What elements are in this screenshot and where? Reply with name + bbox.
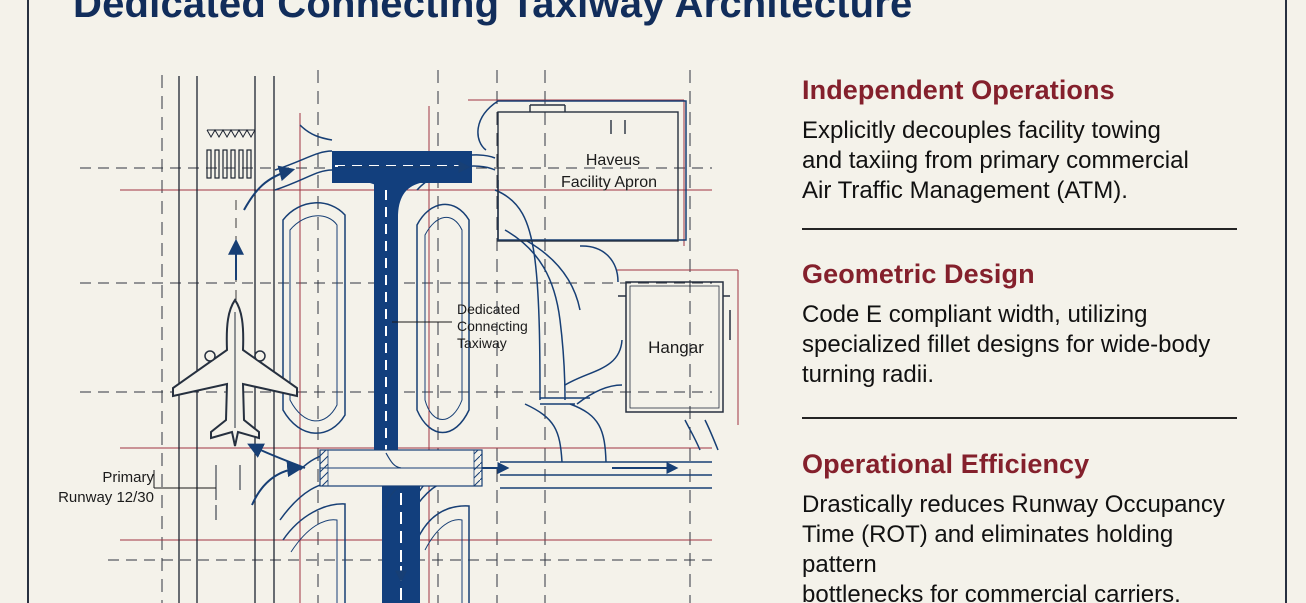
flow-arrows [228,161,679,583]
taxiway-label-line-3: Taxiway [457,335,507,351]
geometric-design-text: Code E compliant width, utilizing specia… [802,300,1232,390]
apron-outline [497,104,679,242]
operational-efficiency-line-2: Time (ROT) and eliminates holding patter… [802,521,1174,578]
airplane-icon [172,298,298,447]
independent-operations-line-1: Explicitly decouples facility towing [802,117,1161,144]
section-divider-1 [802,228,1237,230]
primary-runway [178,76,275,603]
independent-operations-heading: Independent Operations [802,75,1115,105]
left-frame-line [27,0,29,603]
diagram-labels: Haveus Facility Apron Dedicated Connecti… [58,152,704,506]
geometric-design-line-1: Code E compliant width, utilizing [802,301,1148,328]
operational-efficiency-heading: Operational Efficiency [802,449,1090,479]
independent-operations-text: Explicitly decouples facility towing and… [802,116,1232,206]
independent-operations-line-3: Air Traffic Management (ATM). [802,177,1128,204]
geometric-design-heading: Geometric Design [802,259,1035,289]
operational-efficiency-line-3: bottlenecks for commercial carriers. [802,581,1181,603]
independent-operations-line-2: and taxiing from primary commercial [802,147,1189,174]
page-title: Dedicated Connecting Taxiway Architectur… [73,0,913,26]
hangar-label: Hangar [648,338,704,357]
geometric-design-line-3: turning radii. [802,361,935,388]
airport-layout-svg: Haveus Facility Apron Dedicated Connecti… [58,70,739,603]
taxiway-diagram: Haveus Facility Apron Dedicated Connecti… [58,70,739,603]
operational-efficiency-section: Operational Efficiency Drastically reduc… [802,448,1242,603]
taxiway-label-line-2: Connecting [457,318,528,334]
independent-operations-section: Independent Operations Explicitly decoup… [802,74,1242,206]
section-divider-2 [802,417,1237,419]
geometric-design-line-2: specialized fillet designs for wide-body [802,331,1211,358]
callout-lines [153,321,452,489]
apron-label-line-2: Facility Apron [561,174,657,191]
runway-label-line-2: Runway 12/30 [58,489,154,506]
benefits-panel: Independent Operations Explicitly decoup… [802,70,1242,603]
runway-label-line-1: Primary [102,469,154,486]
hangar-outline [618,281,731,413]
operational-efficiency-text: Drastically reduces Runway Occupancy Tim… [802,490,1232,603]
right-frame-line [1285,0,1287,603]
geometric-design-section: Geometric Design Code E compliant width,… [802,258,1242,390]
apron-label-line-1: Haveus [586,152,640,169]
operational-efficiency-line-1: Drastically reduces Runway Occupancy [802,491,1225,518]
taxiway-label-line-1: Dedicated [457,301,520,317]
